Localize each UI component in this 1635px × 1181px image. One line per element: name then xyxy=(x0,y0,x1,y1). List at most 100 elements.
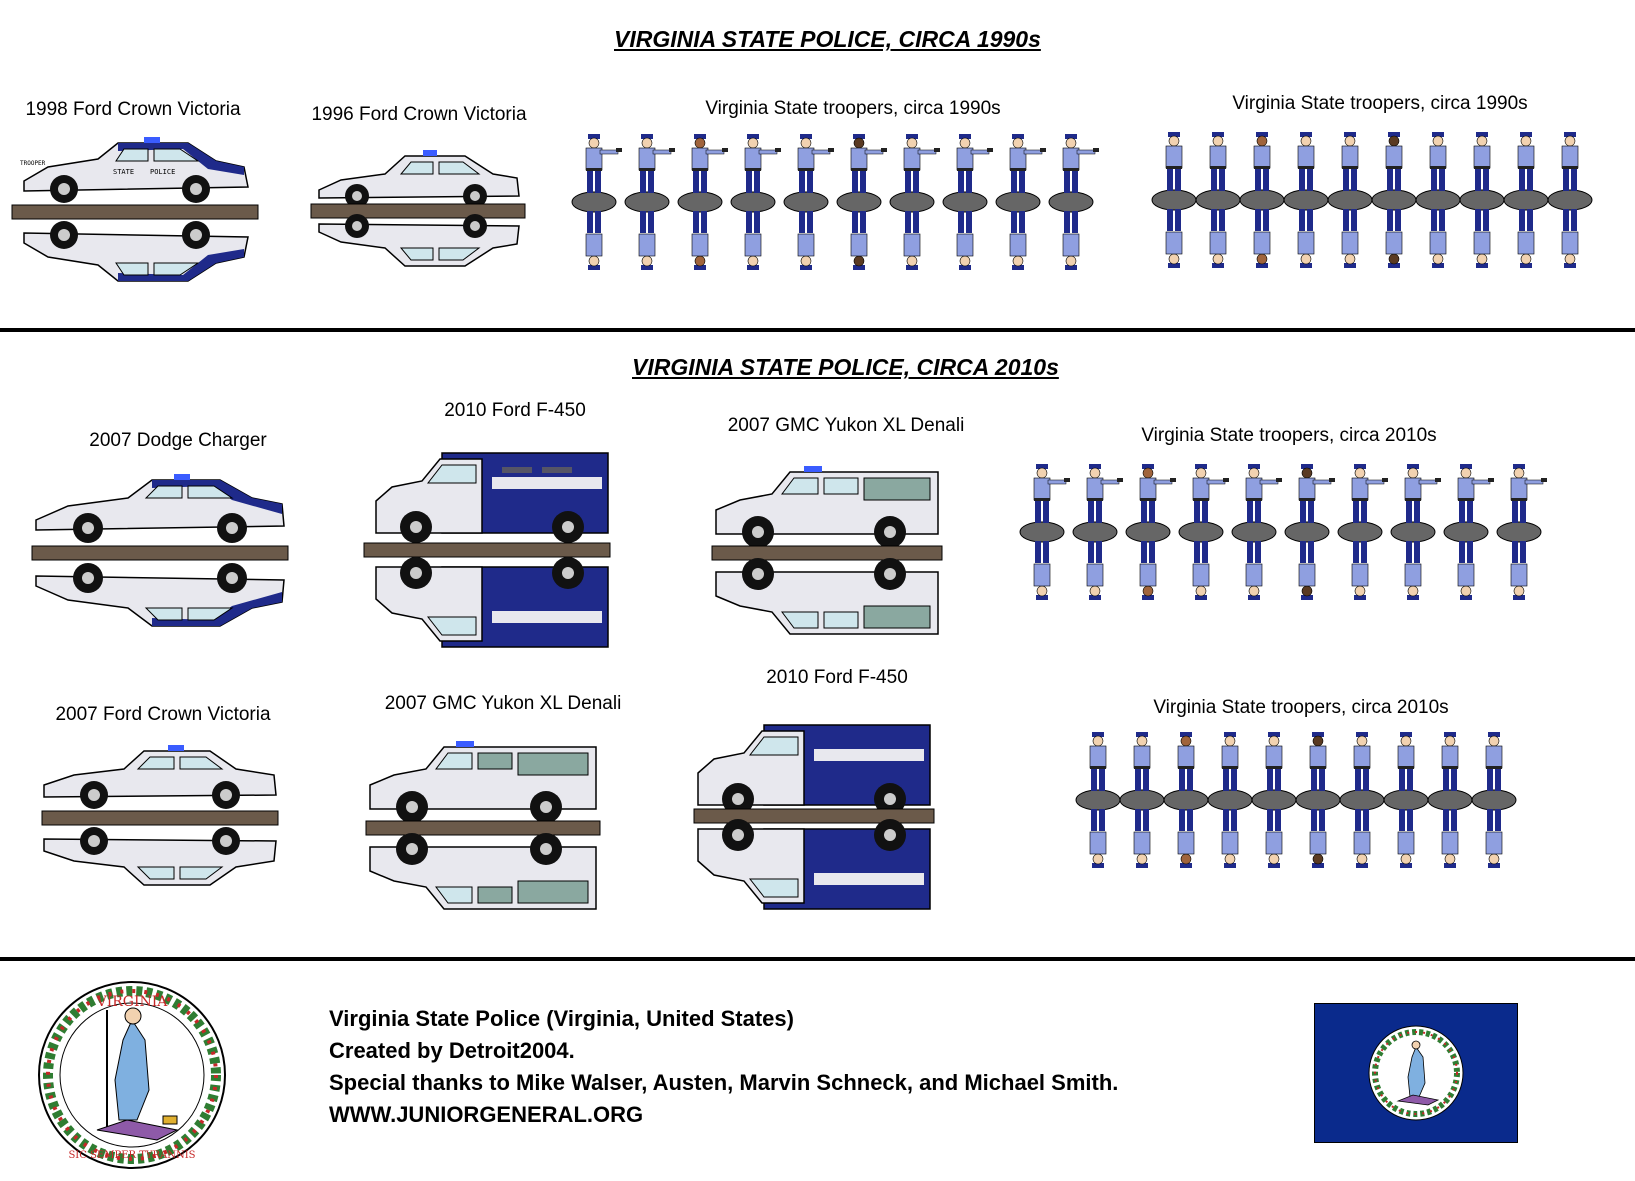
base-bar xyxy=(310,203,526,219)
credits-block: Virginia State Police (Virginia, United … xyxy=(329,1003,1118,1131)
label-troopers-2010s-standing: Virginia State troopers, circa 2010s xyxy=(1153,697,1449,718)
decal-police: POLICE xyxy=(150,168,175,176)
trooper-figure xyxy=(1207,732,1253,868)
trooper-figure xyxy=(1239,132,1285,268)
virginia-seal: VIRGINIA SIC SEMPER TYRANNIS xyxy=(38,981,226,1169)
trooper-figure xyxy=(624,134,675,270)
trooper-figure xyxy=(1163,732,1209,868)
trooper-figure xyxy=(1019,464,1070,600)
base-bar xyxy=(365,820,601,836)
trooper-figure xyxy=(1503,132,1549,268)
trooper-figure xyxy=(1048,134,1099,270)
suv-body-mirrored xyxy=(369,833,597,910)
label-1996-crown-victoria: 1996 Ford Crown Victoria xyxy=(311,104,527,125)
trooper-figure xyxy=(1072,464,1123,600)
base-bar xyxy=(363,542,611,558)
section-divider-bottom xyxy=(0,957,1635,961)
base-bar xyxy=(41,810,279,826)
car-body-mirrored xyxy=(318,214,520,267)
label-troopers-2010s-action: Virginia State troopers, circa 2010s xyxy=(1141,425,1437,446)
car-body xyxy=(318,150,520,208)
section-divider-top xyxy=(0,328,1635,332)
credits-line-3: Special thanks to Mike Walser, Austen, M… xyxy=(329,1070,1119,1095)
trooper-figure xyxy=(1496,464,1547,600)
vehicle-yukon-a xyxy=(711,466,943,635)
vehicle-f450-a xyxy=(363,452,611,648)
trooper-figure xyxy=(1339,732,1385,868)
label-yukon-a: 2007 GMC Yukon XL Denali xyxy=(727,415,965,436)
trooper-figure xyxy=(1443,464,1494,600)
seal-title: VIRGINIA xyxy=(96,994,169,1010)
trooper-group-2010s-standing xyxy=(1075,732,1517,868)
car-body xyxy=(35,474,285,543)
base-bar xyxy=(11,204,259,220)
trooper-figure xyxy=(1390,464,1441,600)
credits-line-4: WWW.JUNIORGENERAL.ORG xyxy=(329,1102,644,1127)
label-f450-a: 2010 Ford F-450 xyxy=(444,400,586,421)
seal-motto: SIC SEMPER TYRANNIS xyxy=(68,1150,195,1161)
vehicle-1998-crown-victoria: STATE POLICE TROOPER xyxy=(11,137,259,282)
trooper-figure xyxy=(1195,132,1241,268)
label-troopers-1990s-action: Virginia State troopers, circa 1990s xyxy=(705,98,1001,119)
trooper-figure xyxy=(1251,732,1297,868)
vehicle-2007-crown-victoria xyxy=(41,745,279,886)
trooper-figure xyxy=(1119,732,1165,868)
car-body-mirrored xyxy=(23,221,249,282)
trooper-figure xyxy=(942,134,993,270)
truck-body-mirrored xyxy=(697,819,931,910)
trooper-figure xyxy=(1547,132,1593,268)
trooper-figure xyxy=(1471,732,1517,868)
trooper-figure xyxy=(730,134,781,270)
section-title-1990s: VIRGINIA STATE POLICE, CIRCA 1990s xyxy=(614,26,1041,52)
label-f450-b: 2010 Ford F-450 xyxy=(766,667,908,688)
trooper-group-1990s-standing xyxy=(1151,132,1593,268)
decal-trooper: TROOPER xyxy=(20,160,46,167)
trooper-figure xyxy=(1075,732,1121,868)
label-1998-crown-victoria: 1998 Ford Crown Victoria xyxy=(25,99,241,120)
decal-state: STATE xyxy=(113,168,134,176)
label-troopers-1990s-standing: Virginia State troopers, circa 1990s xyxy=(1232,93,1528,114)
trooper-figure xyxy=(1125,464,1176,600)
credits-line-2: Created by Detroit2004. xyxy=(329,1038,575,1063)
car-body-mirrored xyxy=(35,563,285,627)
car-body: STATE POLICE TROOPER xyxy=(20,137,249,203)
section-title-2010s: VIRGINIA STATE POLICE, CIRCA 2010s xyxy=(632,354,1059,380)
trooper-figure xyxy=(1283,132,1329,268)
trooper-group-1990s-action xyxy=(571,134,1099,270)
vehicle-dodge-charger xyxy=(31,474,289,627)
base-bar xyxy=(693,808,935,824)
trooper-figure xyxy=(836,134,887,270)
trooper-figure xyxy=(571,134,622,270)
base-bar xyxy=(31,545,289,561)
truck-body xyxy=(697,724,931,815)
trooper-figure xyxy=(1427,732,1473,868)
trooper-figure xyxy=(1178,464,1229,600)
trooper-figure xyxy=(1284,464,1335,600)
flag-seal-icon xyxy=(1368,1025,1464,1121)
label-2007-crown-victoria: 2007 Ford Crown Victoria xyxy=(55,704,271,725)
trooper-group-2010s-action xyxy=(1019,464,1547,600)
trooper-figure xyxy=(677,134,728,270)
trooper-figure xyxy=(1337,464,1388,600)
trooper-figure xyxy=(1327,132,1373,268)
vehicle-f450-b xyxy=(693,724,935,910)
vehicle-1996-crown-victoria xyxy=(310,150,526,267)
truck-body-mirrored xyxy=(375,557,609,648)
label-yukon-b: 2007 GMC Yukon XL Denali xyxy=(384,693,622,714)
trooper-figure xyxy=(1295,732,1341,868)
car-body-mirrored xyxy=(43,827,277,886)
trooper-figure xyxy=(1459,132,1505,268)
trooper-figure xyxy=(889,134,940,270)
trooper-figure xyxy=(1231,464,1282,600)
credits-line-1: Virginia State Police (Virginia, United … xyxy=(329,1006,794,1031)
vehicle-yukon-b xyxy=(365,741,601,910)
virginia-flag xyxy=(1314,1003,1518,1143)
suv-body-mirrored xyxy=(715,558,939,635)
base-bar xyxy=(711,545,943,561)
trooper-figure xyxy=(1383,732,1429,868)
truck-body xyxy=(375,452,609,543)
trooper-figure xyxy=(1151,132,1197,268)
trooper-figure xyxy=(995,134,1046,270)
label-dodge-charger: 2007 Dodge Charger xyxy=(89,430,267,451)
car-body xyxy=(43,745,277,809)
